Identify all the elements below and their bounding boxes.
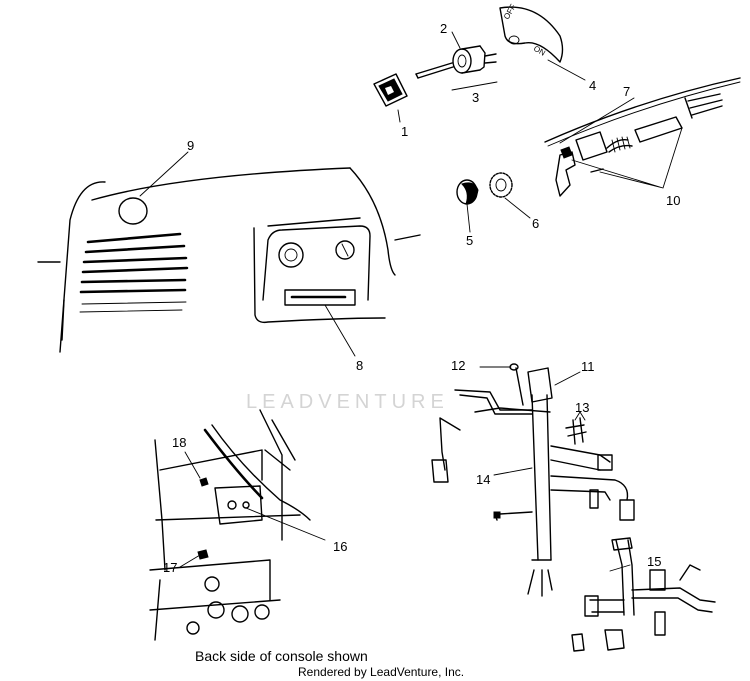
part-5-nut (456, 179, 479, 205)
callout-5: 5 (466, 233, 473, 248)
callout-12: 12 (451, 358, 465, 373)
on-label: ON (532, 44, 547, 58)
part-15-sub-harness (571, 537, 716, 652)
console-body (37, 167, 421, 353)
callout-numbers: 1 2 3 4 5 6 7 8 9 10 11 12 13 14 15 16 1… (163, 21, 680, 575)
callout-17: 17 (163, 560, 177, 575)
callout-4: 4 (589, 78, 596, 93)
part-4-decal: OFF ON (499, 3, 564, 63)
part-2-key-switch (415, 45, 497, 79)
part-1-bezel (373, 73, 408, 107)
watermark-text: LEADVENTURE (246, 391, 449, 413)
figure-caption: Back side of console shown (195, 648, 368, 664)
callout-18: 18 (172, 435, 186, 450)
part-14-wiring-harness (431, 363, 635, 597)
part-6-washer (489, 172, 513, 198)
callout-13: 13 (575, 400, 589, 415)
part-7-switch-assembly (544, 77, 741, 197)
callout-6: 6 (532, 216, 539, 231)
callout-16: 16 (333, 539, 347, 554)
callout-3: 3 (472, 90, 479, 105)
callout-2: 2 (440, 21, 447, 36)
callout-15: 15 (647, 554, 661, 569)
callout-8: 8 (356, 358, 363, 373)
callout-1: 1 (401, 124, 408, 139)
callout-11: 11 (581, 359, 595, 374)
callout-9: 9 (187, 138, 194, 153)
render-credit: Rendered by LeadVenture, Inc. (298, 665, 465, 679)
callout-7: 7 (623, 84, 630, 99)
callout-14: 14 (476, 472, 490, 487)
leader-lines (139, 31, 683, 572)
off-label: OFF (502, 3, 518, 21)
callout-10: 10 (666, 193, 680, 208)
